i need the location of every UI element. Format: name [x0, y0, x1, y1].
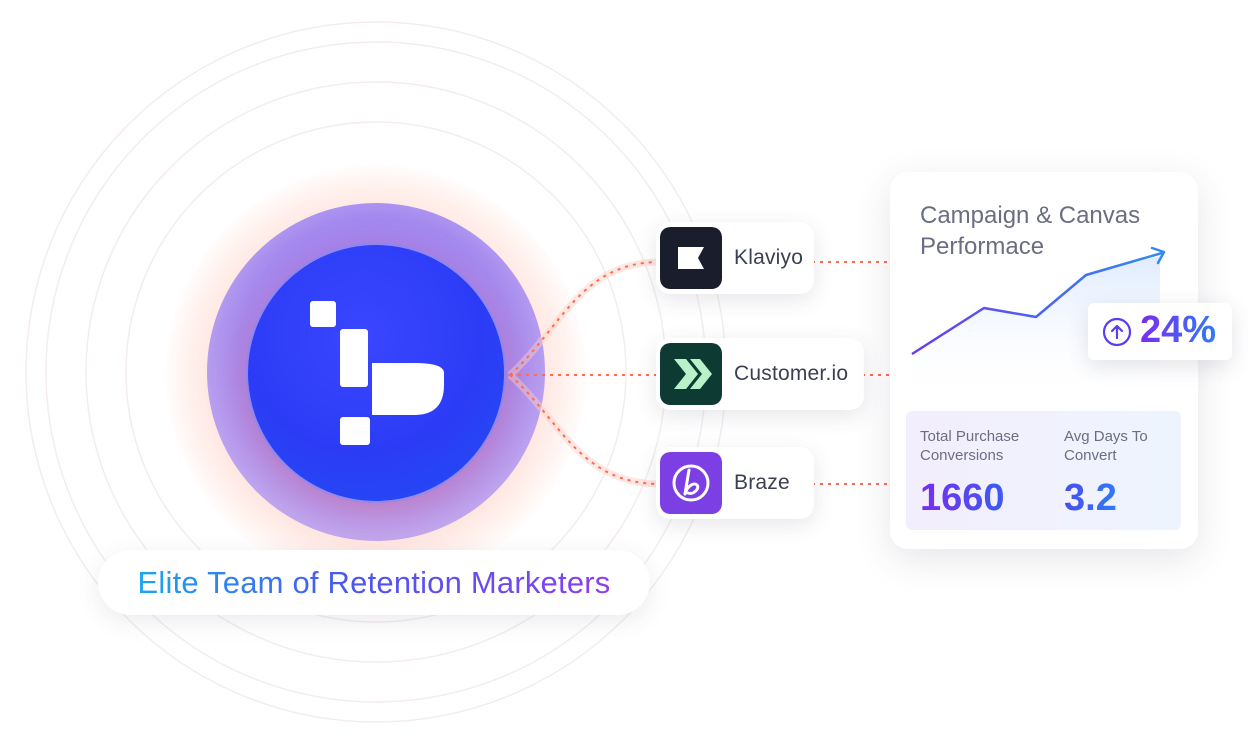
integration-braze[interactable]: Braze [656, 447, 814, 519]
trend-line [911, 251, 1163, 356]
customerio-icon [660, 343, 722, 405]
braze-icon [660, 452, 722, 514]
integration-klaviyo[interactable]: Klaviyo [656, 222, 814, 294]
brand-logo-icon [310, 301, 444, 445]
stats-panel: Total Purchase Conversions Avg Days To C… [906, 411, 1181, 530]
hub-circle [248, 245, 504, 501]
hub-label: Elite Team of Retention Marketers [137, 564, 611, 600]
integration-label: Braze [734, 471, 790, 494]
klaviyo-icon [660, 227, 722, 289]
card-title: Campaign & Canvas Performace [920, 202, 1141, 260]
trend-chart [911, 246, 1166, 402]
stat-value-days: 3.2 [1064, 477, 1117, 519]
trend-arrow-head [1150, 246, 1166, 265]
trend-area [912, 256, 1160, 402]
integration-label: Klaviyo [734, 246, 804, 269]
hub-label-pill: Elite Team of Retention Marketers [98, 550, 650, 615]
growth-value: 24% [1140, 309, 1217, 351]
stat-label-days: Avg Days To Convert [1064, 428, 1148, 464]
stat-label-conversions: Total Purchase Conversions [920, 428, 1020, 464]
stat-value-conversions: 1660 [920, 477, 1005, 519]
arrow-up-circle-icon [1102, 317, 1132, 347]
growth-badge: 24% [1088, 303, 1232, 360]
integration-label: Customer.io [734, 362, 849, 385]
integration-customerio[interactable]: Customer.io [656, 338, 864, 410]
